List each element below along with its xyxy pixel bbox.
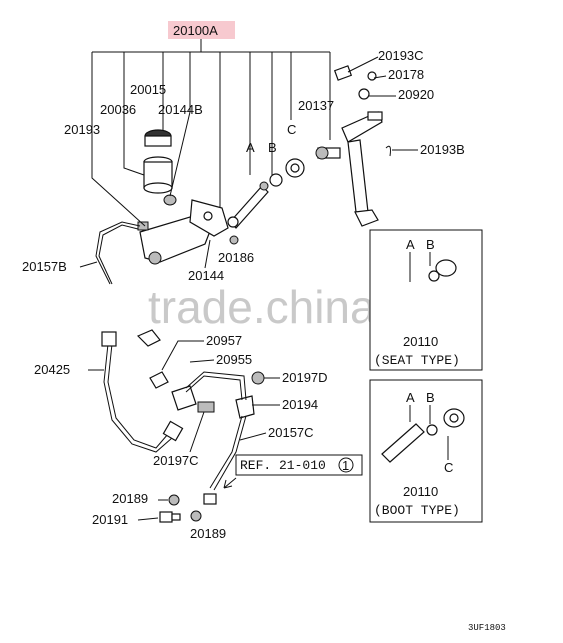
- inset-seat-type: [369, 229, 483, 371]
- label-20157B[interactable]: 20157B: [22, 259, 67, 274]
- label-20144B[interactable]: 20144B: [158, 102, 203, 117]
- label-20193[interactable]: 20193: [64, 122, 100, 137]
- ref-box-number: 1: [342, 458, 349, 473]
- inset-boot-part[interactable]: 20110: [403, 484, 438, 499]
- ref-box[interactable]: [235, 454, 363, 476]
- inset-boot-type: [369, 379, 483, 523]
- label-20425[interactable]: 20425: [34, 362, 70, 377]
- label-20015[interactable]: 20015: [130, 82, 166, 97]
- label-20191[interactable]: 20191: [92, 512, 128, 527]
- inset-boot-letter-c: C: [444, 460, 453, 475]
- label-20197D[interactable]: 20197D: [282, 370, 328, 385]
- inset-seat-letter-b: B: [426, 237, 435, 252]
- inset-seat-caption: (SEAT TYPE): [374, 353, 460, 368]
- pedal-illustration: [315, 65, 391, 227]
- inset-seat-part[interactable]: 20110: [403, 334, 438, 349]
- main-part-highlight: [168, 21, 235, 39]
- pushrod-illustration: [227, 181, 269, 229]
- letter-c: C: [287, 122, 296, 137]
- fitting-illustration: [159, 493, 217, 523]
- ref-box-text: REF. 21-010: [240, 458, 326, 473]
- label-20920[interactable]: 20920: [398, 87, 434, 102]
- master-cylinder-illustration: [137, 199, 229, 265]
- arrow-icon: [223, 477, 237, 489]
- drawing-code: 3UF1803: [468, 623, 506, 633]
- label-20955[interactable]: 20955: [216, 352, 252, 367]
- inset-boot-caption: (BOOT TYPE): [374, 503, 460, 518]
- label-20194[interactable]: 20194: [282, 397, 318, 412]
- label-20100A[interactable]: 20100A: [173, 23, 218, 38]
- label-20197C[interactable]: 20197C: [153, 453, 199, 468]
- label-20186[interactable]: 20186: [218, 250, 254, 265]
- bracket-illustration: [171, 371, 265, 419]
- label-20189-a[interactable]: 20189: [112, 491, 148, 506]
- label-20193B[interactable]: 20193B: [420, 142, 465, 157]
- label-20036[interactable]: 20036: [100, 102, 136, 117]
- clip-illustration: [136, 329, 169, 389]
- inset-boot-letter-b: B: [426, 390, 435, 405]
- label-20178[interactable]: 20178: [388, 67, 424, 82]
- label-20144[interactable]: 20144: [188, 268, 224, 283]
- reservoir-illustration: [143, 129, 177, 206]
- label-20957[interactable]: 20957: [206, 333, 242, 348]
- inset-boot-letter-a: A: [406, 390, 415, 405]
- label-20137[interactable]: 20137: [298, 98, 334, 113]
- label-20189-b[interactable]: 20189: [190, 526, 226, 541]
- inset-seat-letter-a: A: [406, 237, 415, 252]
- inset-boot-rod-illustration: [381, 408, 465, 463]
- label-20193C[interactable]: 20193C: [378, 48, 424, 63]
- label-20157C[interactable]: 20157C: [268, 425, 314, 440]
